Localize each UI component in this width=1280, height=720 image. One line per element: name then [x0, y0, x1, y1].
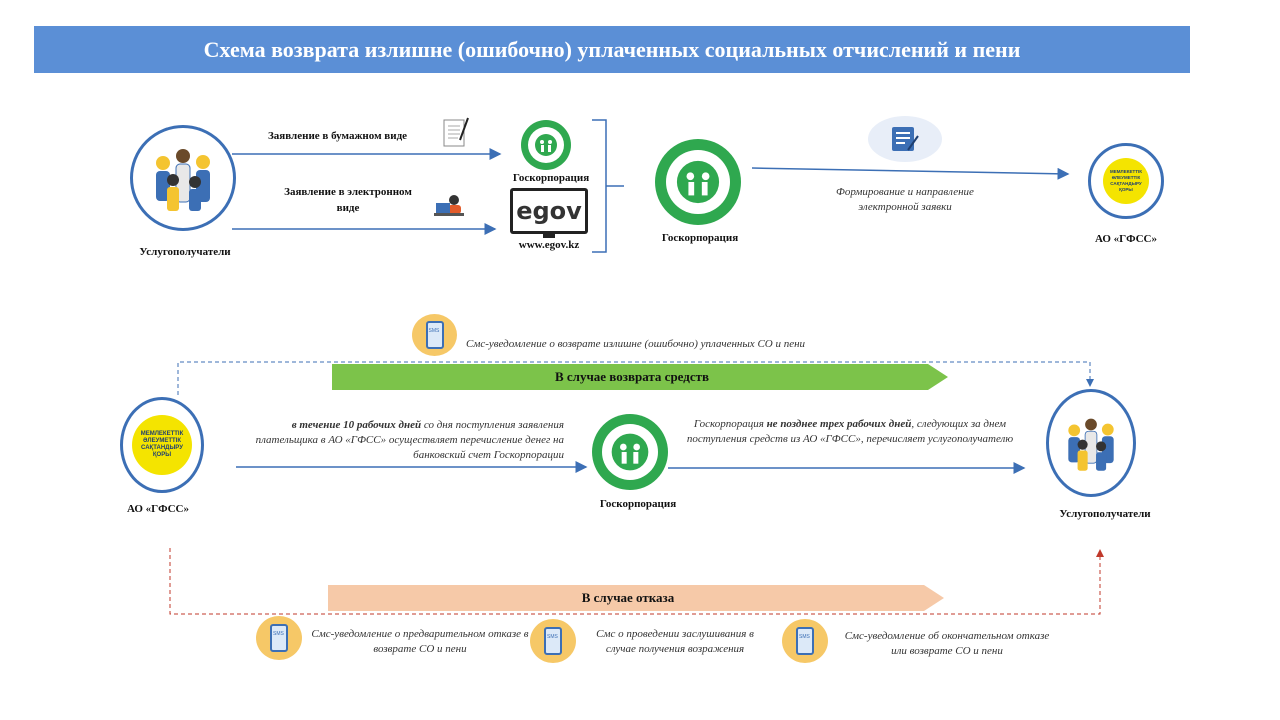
transfer-text: в течение 10 рабочих дней со дня поступл…	[255, 419, 564, 461]
gfss-logo-top: МЕМЛЕКЕТТІК ӘЛЕУМЕТТІК САҚТАНДЫРУ ҚОРЫ	[1088, 143, 1164, 219]
gfss-label-top: АО «ГФСС»	[1094, 233, 1158, 245]
paper-label: Заявление в бумажном виде	[268, 130, 408, 142]
title-bar: Схема возврата излишне (ошибочно) уплаче…	[34, 26, 1190, 73]
form-text: Формирование и направление электронной з…	[836, 186, 974, 213]
document-icon	[442, 116, 472, 155]
goskorp-label-small: Госкорпорация	[512, 172, 590, 184]
sms2-text: Смс о проведении заслушивания в случае п…	[596, 628, 754, 655]
goskorp-logo-small	[521, 120, 571, 170]
recipients-label-right: Услугополучатели	[1059, 508, 1151, 520]
sms-top-text: Смс-уведомление о возврате излишне (ошиб…	[466, 338, 806, 350]
banner-refuse: В случае отказа	[328, 585, 944, 611]
egov-url: www.egov.kz	[518, 239, 580, 251]
recipients-icon	[130, 125, 236, 231]
payout-text: Госкорпорация не позднее трех рабочих дн…	[686, 418, 1014, 445]
sms-icon-3: SMS	[782, 619, 828, 663]
page-title: Схема возврата излишне (ошибочно) уплаче…	[203, 36, 1021, 62]
electronic-label: Заявление в электронном виде	[284, 186, 412, 214]
gfss-logo-text-top: МЕМЛЕКЕТТІК ӘЛЕУМЕТТІК САҚТАНДЫРУ ҚОРЫ	[1103, 158, 1149, 204]
sms1-text: Смс-уведомление о предварительном отказе…	[311, 628, 529, 655]
goskorp-logo-big	[655, 139, 741, 225]
sms-icon-1: SMS	[256, 616, 302, 660]
recipients-icon-right	[1046, 389, 1136, 497]
laptop-user-icon	[432, 194, 468, 223]
document-form-icon	[868, 116, 942, 162]
dashed-sms-line	[177, 361, 1094, 395]
goskorp-label-big: Госкорпорация	[661, 232, 739, 244]
goskorp-logo-middle	[592, 414, 668, 490]
egov-monitor: egov	[510, 188, 588, 234]
banner-return: В случае возврата средств	[332, 364, 948, 390]
banner-refuse-text: В случае отказа	[581, 590, 675, 605]
sms3-text: Смс-уведомление об окончательном отказе …	[844, 630, 1050, 657]
gfss-label-middle: АО «ГФСС»	[126, 503, 190, 515]
arrow-to-gfss	[751, 167, 1070, 180]
goskorp-label-middle: Госкорпорация	[599, 498, 677, 510]
recipients-label-top: Услугополучатели	[139, 246, 231, 258]
gfss-logo-middle: МЕМЛЕКЕТТІК ӘЛЕУМЕТТІК САҚТАНДЫРУ ҚОРЫ	[120, 397, 204, 493]
sms-icon-top: SMS	[412, 314, 457, 356]
banner-return-text: В случае возврата средств	[554, 369, 710, 384]
sms-icon-2: SMS	[530, 619, 576, 663]
bracket	[592, 119, 624, 253]
gfss-logo-text-middle: МЕМЛЕКЕТТІК ӘЛЕУМЕТТІК САҚТАНДЫРУ ҚОРЫ	[132, 415, 192, 475]
egov-logo-text: egov	[516, 197, 582, 225]
monitor-stand	[543, 234, 555, 238]
